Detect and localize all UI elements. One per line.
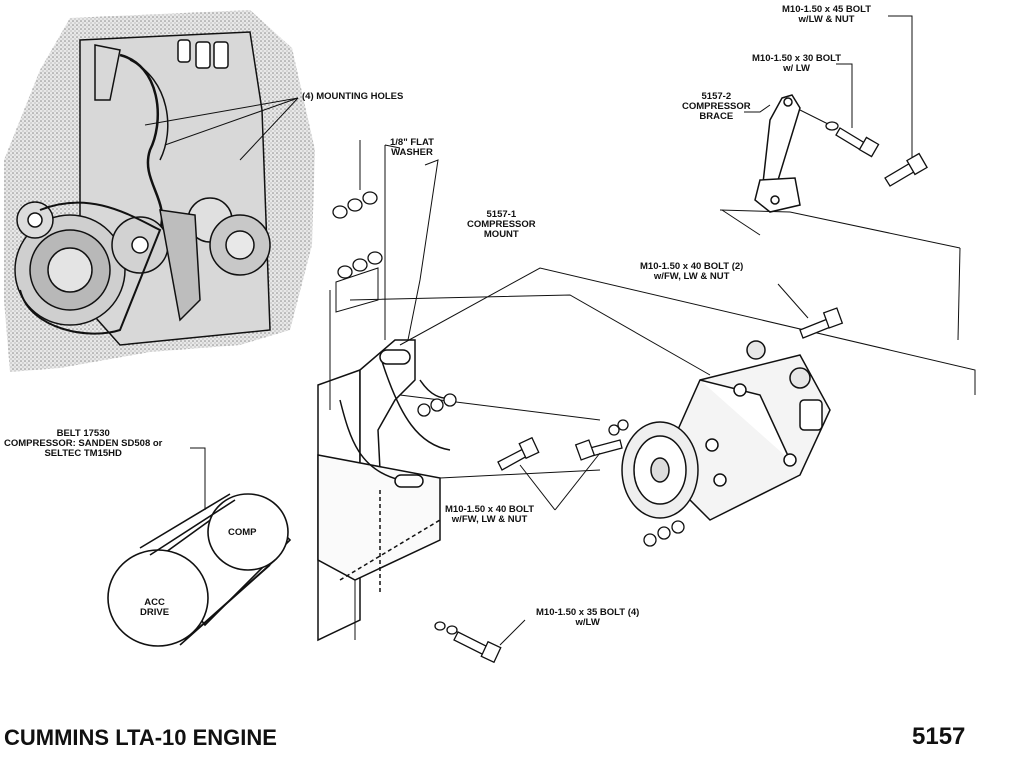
label-belt: BELT 17530 COMPRESSOR: SANDEN SD508 or S… (4, 428, 163, 459)
label-acc-drive: ACC DRIVE (140, 597, 170, 618)
label-mounting-holes: (4) MOUNTING HOLES (302, 91, 404, 102)
label-bolt-40-top: M10-1.50 x 40 BOLT (2) w/FW, LW & NUT (640, 261, 744, 282)
belt-drive (107, 493, 292, 647)
label-flat-washer: 1/8" FLAT WASHER (390, 137, 434, 158)
label-compressor-mount: 5157-1 COMPRESSOR MOUNT (467, 209, 536, 240)
assembly-lines (329, 209, 976, 640)
flat-washers (332, 140, 401, 340)
compressor-body (621, 340, 831, 521)
compressor-brace (754, 94, 831, 213)
nuts-washers (417, 393, 685, 635)
leader-lines (190, 15, 913, 646)
page-title: CUMMINS LTA-10 ENGINE (4, 725, 277, 750)
label-comp: COMP (228, 527, 257, 538)
page-number: 5157 (912, 723, 966, 750)
label-bolt-35: M10-1.50 x 35 BOLT (4) w/LW (536, 607, 640, 628)
brace-bolts (825, 121, 928, 187)
compressor-mount (317, 339, 456, 642)
label-bolt-40-mid: M10-1.50 x 40 BOLT w/FW, LW & NUT (445, 504, 535, 525)
label-compressor-brace: 5157-2 COMPRESSOR BRACE (682, 91, 751, 122)
label-bolt-30: M10-1.50 x 30 BOLT w/ LW (752, 53, 842, 74)
engine-illustration (4, 10, 315, 372)
label-bolt-45: M10-1.50 x 45 BOLT w/LW & NUT (782, 4, 872, 25)
bolts (453, 307, 844, 664)
